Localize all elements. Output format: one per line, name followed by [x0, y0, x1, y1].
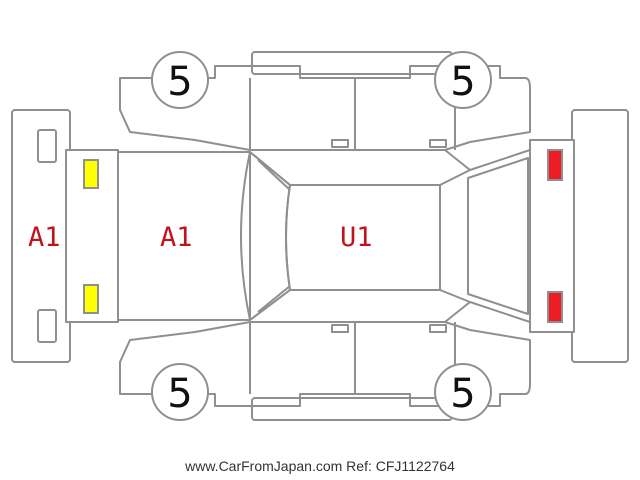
tire-grade: 5 — [450, 59, 475, 105]
side-skirt-top — [251, 51, 453, 75]
front-bumper-code: A1 — [28, 222, 61, 253]
tire-front-left: 5 — [151, 51, 209, 109]
tire-front-right: 5 — [151, 363, 209, 421]
rear-lamp-marker — [547, 149, 563, 181]
right-side-panel — [119, 321, 531, 407]
rear-lamp-marker — [547, 291, 563, 323]
tire-rear-left: 5 — [434, 51, 492, 109]
side-skirt-bottom — [251, 397, 453, 421]
front-lamp-marker — [83, 284, 99, 314]
watermark-ref: www.CarFromJapan.com Ref: CFJ1122764 — [185, 458, 455, 474]
tire-rear-right: 5 — [434, 363, 492, 421]
left-side-panel — [119, 65, 531, 151]
tire-grade: 5 — [167, 59, 192, 105]
tire-grade: 5 — [450, 371, 475, 417]
rear-bumper — [571, 109, 629, 363]
tire-grade: 5 — [167, 371, 192, 417]
hood-code: A1 — [160, 222, 193, 253]
roof-code: U1 — [340, 222, 373, 253]
top-view-body — [65, 139, 575, 333]
front-lamp-marker — [83, 159, 99, 189]
